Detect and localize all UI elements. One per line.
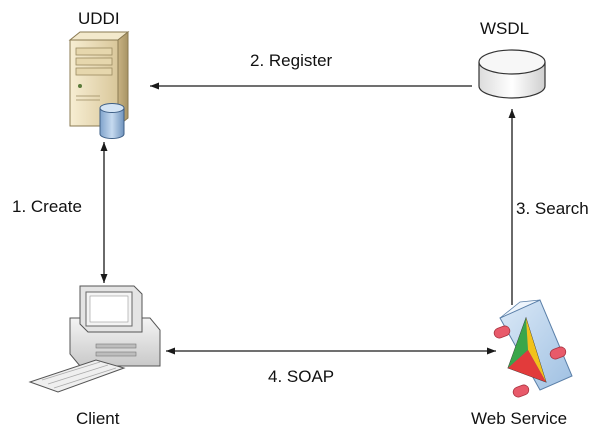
create-edge-label: 1. Create (12, 197, 82, 216)
soap-edge-label: 4. SOAP (268, 367, 335, 386)
web-service-label: Web Service (471, 409, 568, 428)
database-cylinder-icon (478, 49, 546, 99)
search-edge-label: 3. Search (516, 199, 589, 218)
web-service-prism-icon (493, 299, 573, 398)
wsdl-label: WSDL (480, 19, 530, 38)
uddi-label: UDDI (78, 9, 120, 28)
server-with-database-icon (68, 30, 130, 139)
client-label: Client (76, 409, 120, 428)
register-edge-label: 2. Register (250, 51, 333, 70)
desktop-computer-icon (28, 285, 161, 393)
